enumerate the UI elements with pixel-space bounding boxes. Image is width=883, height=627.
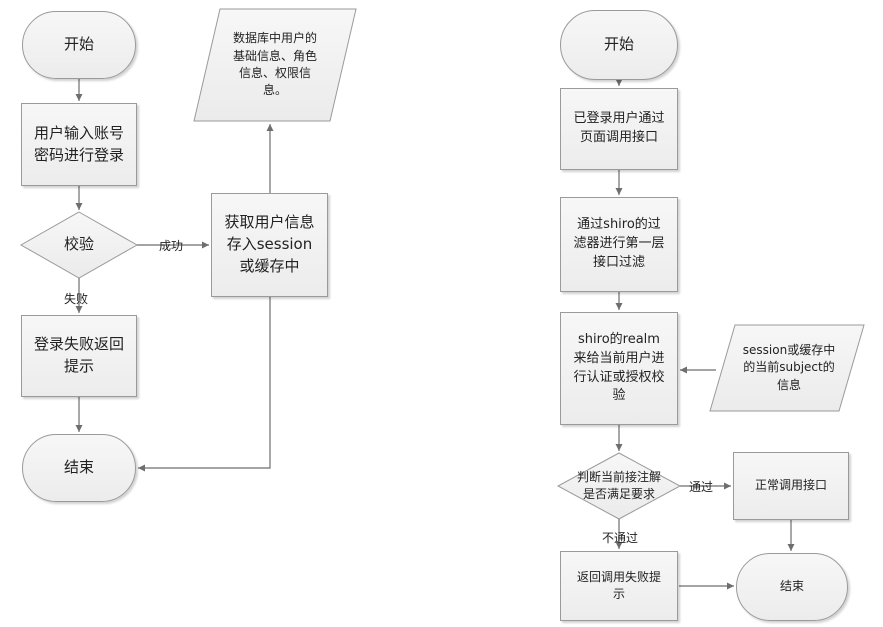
right-start-terminal: 开始 <box>560 10 678 80</box>
db-info-wrap: 数据库中用户的 基础信息、角色 信息、权限信 息。 <box>205 12 345 118</box>
check-annotation-wrap: 判断当前接注解 是否满足要求 <box>562 460 676 512</box>
call-api-process: 已登录用户通过 页面调用接口 <box>560 88 678 170</box>
left-start-terminal: 开始 <box>22 11 136 79</box>
fetch-info-text: 获取用户信息 存入session 或缓存中 <box>224 213 315 275</box>
fail-return-text: 登录失败返回 提示 <box>33 335 124 375</box>
pass-edge-label: 通过 <box>689 480 714 494</box>
left-end-text: 结束 <box>63 458 94 477</box>
nopass-edge-label: 不通过 <box>602 531 639 545</box>
verify-text: 校验 <box>63 235 94 254</box>
edge-fetch-to-end <box>138 297 271 472</box>
realm-auth-process: shiro的realm 来给当前用户进 行认证或授权校 验 <box>560 312 678 425</box>
session-subject-wrap: session或缓存中 的当前subject的 信息 <box>725 328 853 408</box>
left-end-terminal: 结束 <box>22 434 136 502</box>
realm-auth-text: shiro的realm 来给当前用户进 行认证或授权校 验 <box>573 331 665 404</box>
fetch-info-process: 获取用户信息 存入session 或缓存中 <box>211 193 328 297</box>
call-api-text: 已登录用户通过 页面调用接口 <box>573 111 665 145</box>
normal-call-text: 正常调用接口 <box>754 478 827 493</box>
fail-edge-label: 失败 <box>64 292 89 306</box>
session-subject-text: session或缓存中 的当前subject的 信息 <box>742 342 836 392</box>
shiro-filter-text: 通过shiro的过 滤器进行第一层 接口过滤 <box>573 217 665 270</box>
normal-call-process: 正常调用接口 <box>733 452 849 520</box>
login-text: 用户输入账号 密码进行登录 <box>33 123 124 164</box>
shiro-filter-process: 通过shiro的过 滤器进行第一层 接口过滤 <box>560 197 678 292</box>
return-fail-process: 返回调用失败提 示 <box>560 551 678 621</box>
check-annotation-text: 判断当前接注解 是否满足要求 <box>576 469 661 501</box>
fail-return-process: 登录失败返回 提示 <box>21 315 137 397</box>
login-process: 用户输入账号 密码进行登录 <box>21 103 137 186</box>
right-end-terminal: 结束 <box>736 553 848 621</box>
db-info-text: 数据库中用户的 基础信息、角色 信息、权限信 息。 <box>232 31 317 98</box>
left-start-text: 开始 <box>63 35 94 54</box>
success-edge-label: 成功 <box>159 239 184 253</box>
return-fail-text: 返回调用失败提 示 <box>576 569 661 601</box>
db-info-parallelogram <box>193 8 357 122</box>
right-start-text: 开始 <box>603 35 634 54</box>
session-subject-parallelogram <box>709 324 865 412</box>
verify-label-wrap: 校验 <box>21 212 137 278</box>
right-end-text: 结束 <box>779 579 804 594</box>
